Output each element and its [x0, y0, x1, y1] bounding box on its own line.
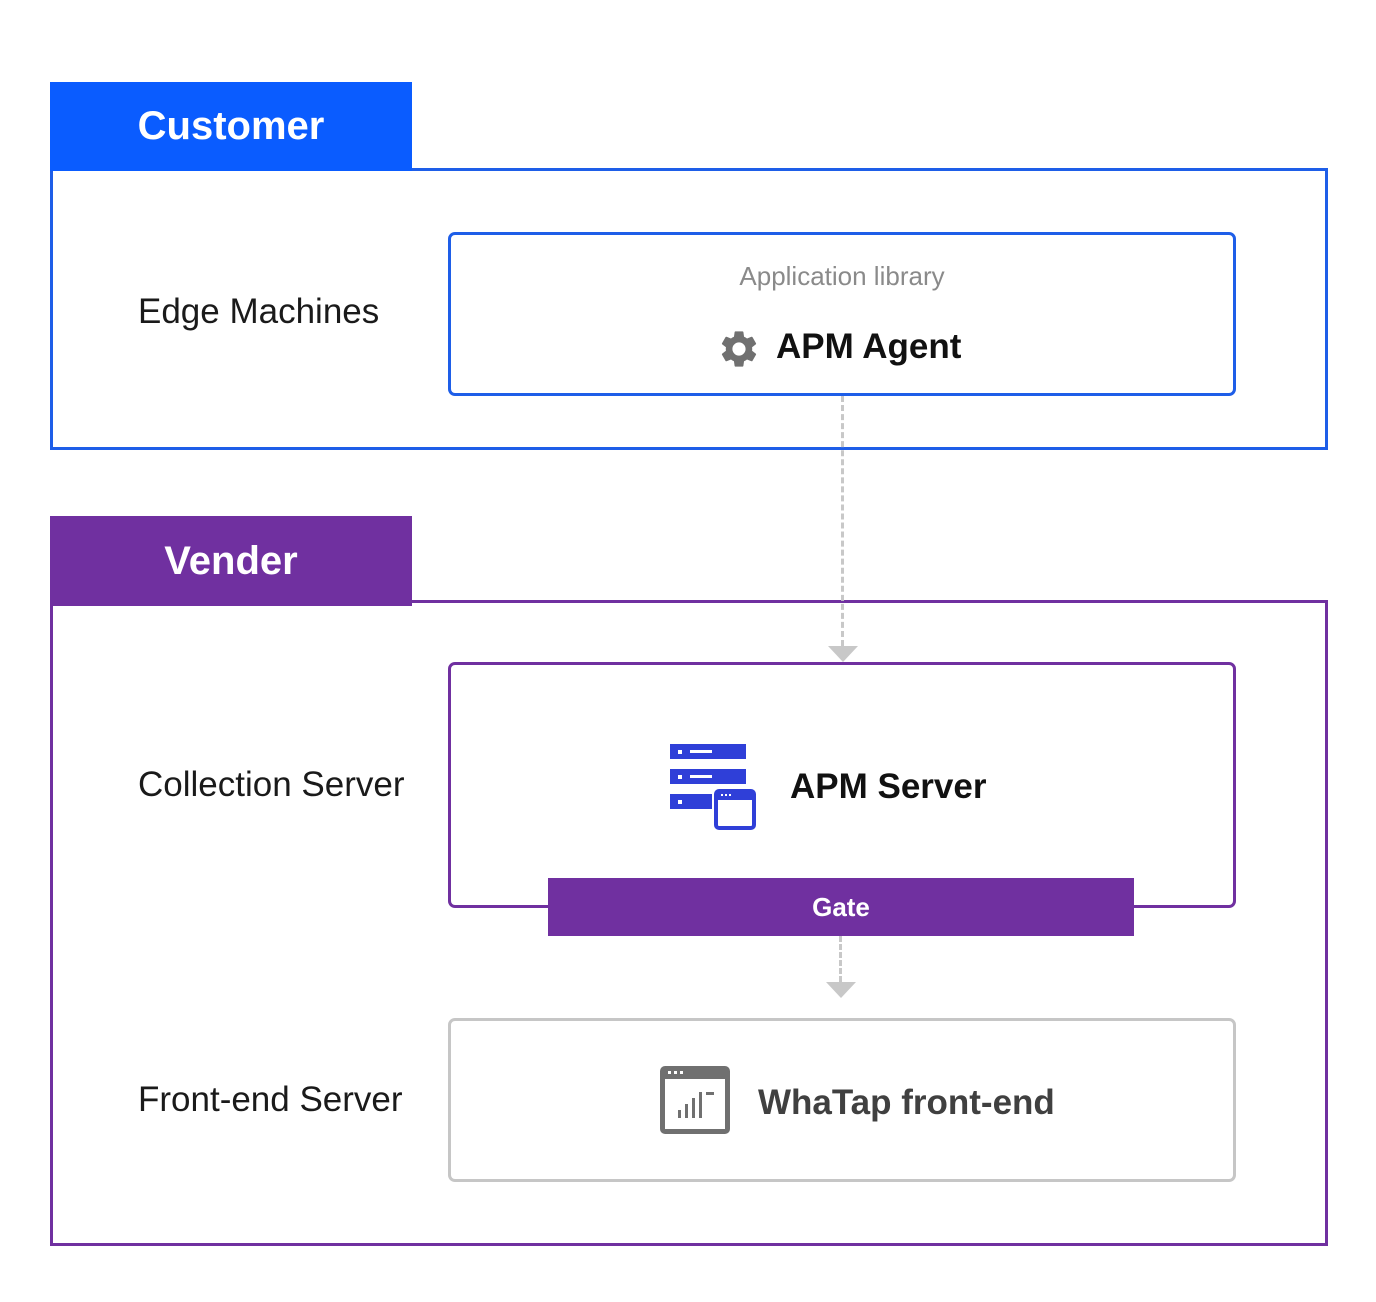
vender-tab-label: Vender [164, 538, 298, 583]
server-icon [670, 744, 758, 837]
vender-tab: Vender [50, 516, 412, 606]
gate-to-frontend-arrowhead [826, 982, 856, 998]
agent-to-server-arrowhead [828, 646, 858, 662]
gate-to-frontend-connector [839, 936, 842, 982]
gear-icon [717, 327, 761, 376]
apm-server-title: APM Server [790, 767, 987, 806]
apm-server-box: APM Server [448, 662, 1236, 908]
gate-label: Gate [812, 891, 870, 922]
apm-agent-box: Application library APM Agent [448, 232, 1236, 396]
whatap-frontend-box: WhaTap front-end [448, 1018, 1236, 1182]
collection-server-label: Collection Server [138, 765, 405, 804]
customer-tab-label: Customer [137, 104, 325, 148]
agent-to-server-connector [841, 396, 844, 646]
edge-machines-label: Edge Machines [138, 292, 380, 331]
dashboard-window-icon [660, 1066, 730, 1141]
frontend-server-label: Front-end Server [138, 1080, 403, 1119]
whatap-frontend-title: WhaTap front-end [758, 1083, 1055, 1122]
gate-bar: Gate [548, 878, 1134, 936]
apm-agent-title: APM Agent [776, 327, 962, 366]
customer-tab: Customer [50, 82, 412, 171]
application-library-label: Application library [739, 261, 945, 291]
